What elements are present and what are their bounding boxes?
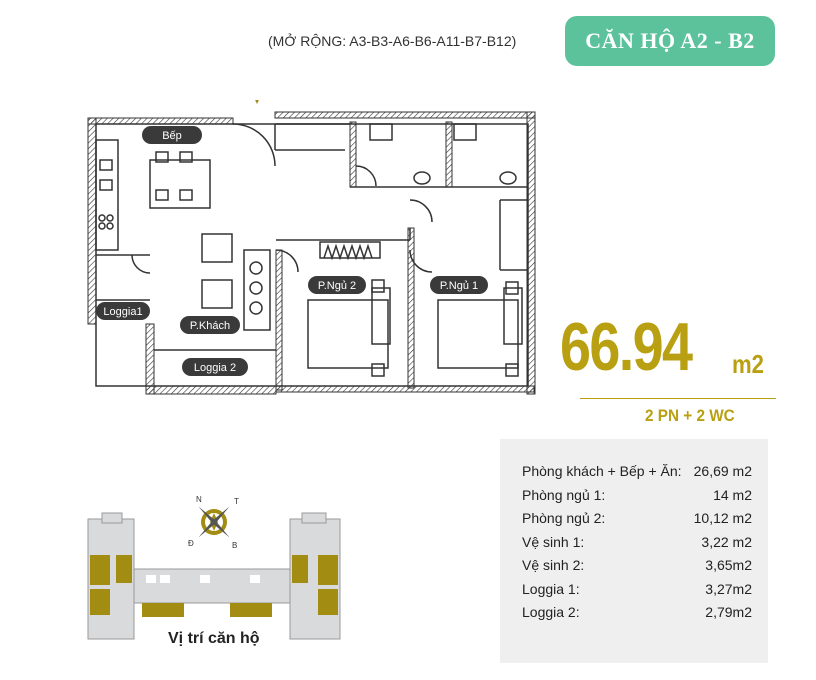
building-location-map: [87, 512, 341, 640]
expansion-note: (MỞ RỘNG: A3-B3-A6-B6-A11-B7-B12): [268, 33, 517, 49]
location-label: Vị trí căn hộ: [168, 630, 260, 647]
compass-n: N: [196, 495, 202, 504]
compass-b: B: [232, 541, 237, 550]
area-value: 66.94: [560, 309, 693, 385]
divider: [580, 398, 776, 399]
area-label: Loggia 2:: [522, 604, 580, 620]
area-value: 3,22 m2: [701, 533, 752, 550]
room-label-bedroom2: P.Ngủ 2: [318, 280, 356, 292]
compass-t: T: [234, 497, 239, 506]
area-value: 10,12 m2: [693, 510, 752, 526]
area-value: 26,69 m2: [693, 463, 752, 479]
apartment-highlight: [90, 555, 110, 585]
room-label-loggia2: Loggia 2: [194, 362, 236, 374]
compass-d: Đ: [188, 539, 194, 548]
floor-plan: Bếp Loggia1 P.Khách Loggia 2 P.Ngủ 2 P.N…: [87, 100, 536, 395]
area-value: 3,65m2: [705, 557, 752, 573]
room-count: 2 PN + 2 WC: [645, 406, 735, 425]
compass-icon: N T Đ B: [188, 495, 239, 550]
area-label: Loggia 1:: [522, 580, 580, 597]
room-label-bedroom1: P.Ngủ 1: [440, 280, 478, 292]
area-table: Phòng khách + Bếp + Ăn: 26,69 m2 Phòng ngủ…: [500, 439, 768, 663]
area-label: Vệ sinh 1:: [522, 533, 585, 550]
entrance-marker-icon: [255, 100, 259, 104]
area-unit: m2: [732, 349, 764, 379]
area-label: Phòng ngủ 1:: [522, 486, 606, 503]
apartment-title-badge: CĂN HỘ A2 - B2: [565, 16, 775, 66]
room-label-kitchen: Bếp: [162, 130, 182, 142]
room-label-living: P.Khách: [190, 320, 230, 332]
area-label: Phòng khách + Bếp + Ăn:: [522, 463, 682, 479]
area-summary: 66.94 m2: [560, 305, 780, 395]
area-label: Phòng ngủ 2:: [522, 510, 606, 526]
area-label: Vệ sinh 2:: [522, 557, 585, 573]
area-value: 3,27m2: [705, 580, 752, 597]
area-value: 14 m2: [713, 486, 752, 503]
room-label-loggia1: Loggia1: [103, 306, 142, 318]
area-value: 2,79m2: [705, 604, 752, 620]
